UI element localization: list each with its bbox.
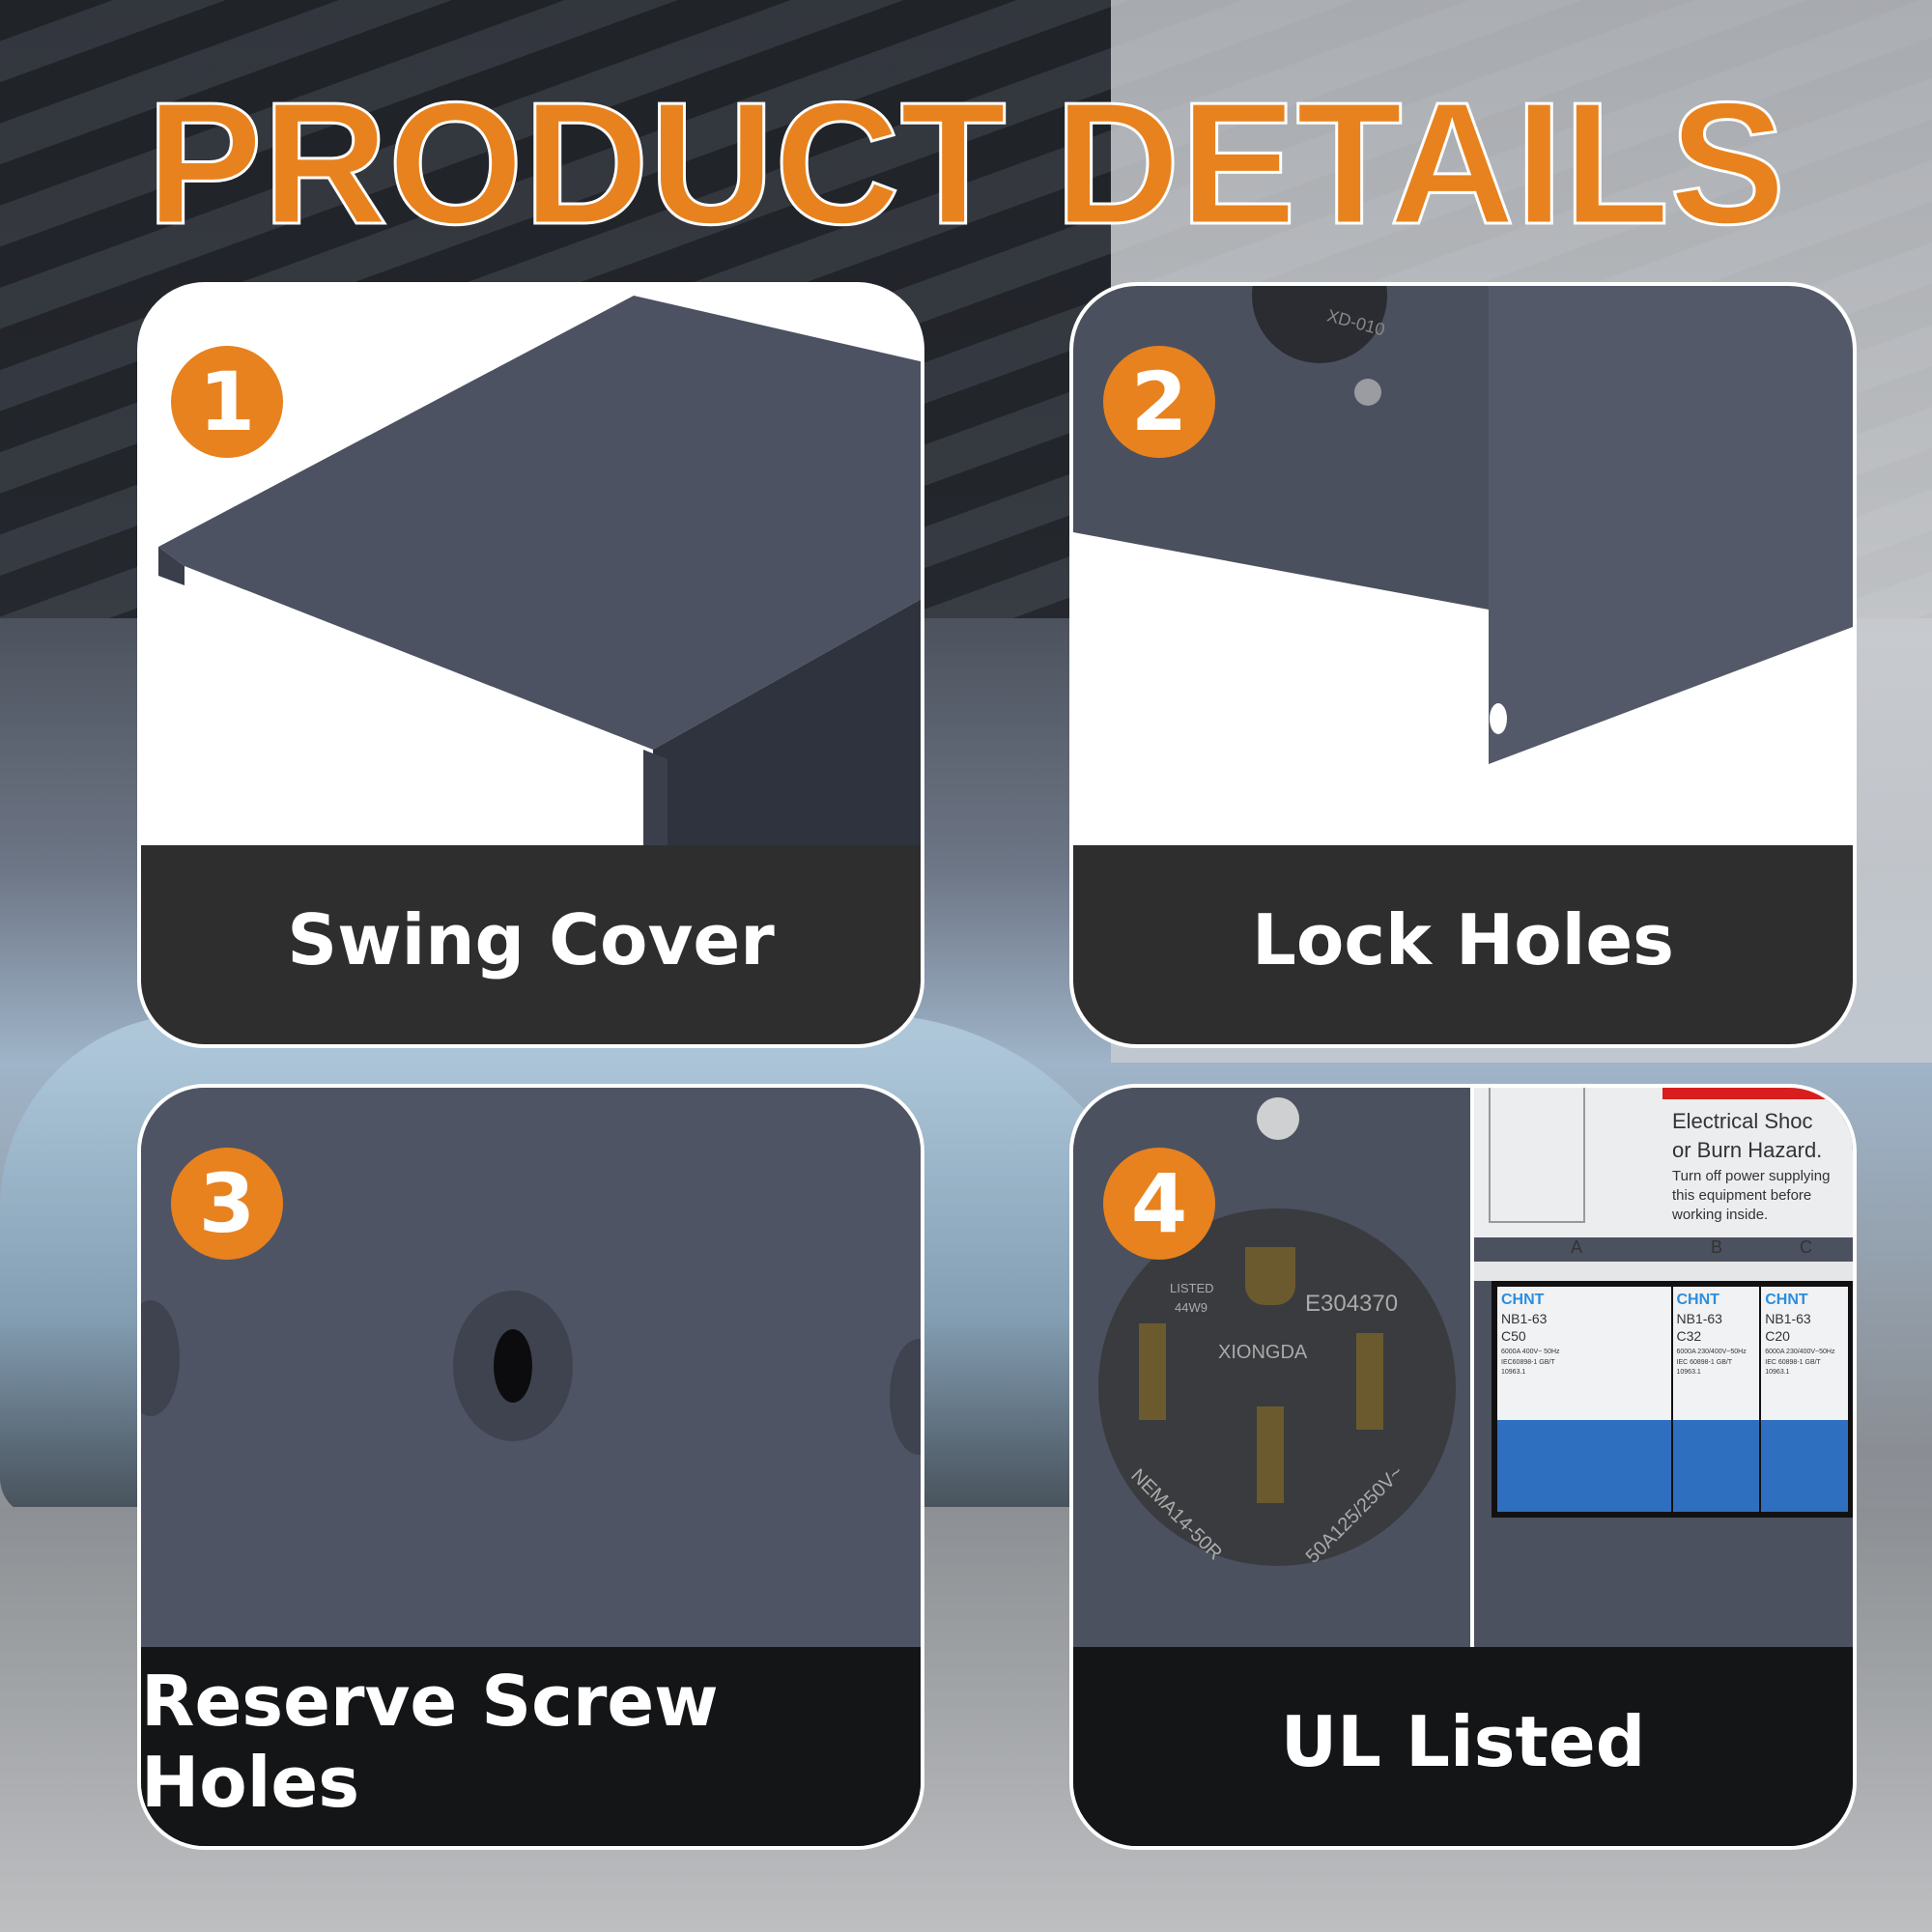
hand-shock-icon [1489,1088,1585,1223]
label-strip [1474,1262,1853,1281]
breaker-toggle [1761,1420,1848,1512]
divider [1470,1088,1474,1846]
breaker-c20[interactable]: CHNT NB1-63 C20 6000A 230/400V~50Hz IEC … [1761,1287,1848,1512]
breaker-model: NB1-63 [1676,1311,1722,1326]
panel-swing-cover: 1 Swing Cover [137,282,924,1048]
badge-number: 3 [171,1148,283,1260]
breaker-spec: 6000A 230/400V~50Hz IEC 60898-1 GB/T 109… [1676,1349,1747,1376]
page-title: PRODUCT DETAILS [145,66,1787,262]
breaker-spec: 6000A 230/400V~50Hz IEC 60898-1 GB/T 109… [1765,1349,1835,1376]
breaker-model: NB1-63 [1765,1311,1811,1326]
breaker-c32[interactable]: CHNT NB1-63 C32 6000A 230/400V~50Hz IEC … [1672,1287,1760,1512]
badge-number: 4 [1103,1148,1215,1260]
outlet-slot [1356,1333,1383,1430]
outlet-slot [1257,1406,1284,1503]
breaker-brand: CHNT [1765,1292,1808,1308]
panel-ul-listed: LISTED 44W9 E304370 XIONGDA NEMA14-50R 5… [1069,1084,1857,1850]
breaker-brand: CHNT [1676,1292,1719,1308]
badge-number: 1 [171,346,283,458]
column-label: A [1571,1237,1583,1257]
caption: Reserve Screw Holes [141,1647,921,1846]
breaker-c50[interactable]: CHNT NB1-63 C50 6000A 400V~ 50Hz IEC6089… [1497,1287,1671,1512]
warning-line: Electrical Shoc [1672,1109,1813,1133]
column-label: B [1711,1237,1723,1257]
warning-line: or Burn Hazard. [1672,1138,1823,1162]
panel-reserve-screw-holes: 3 Reserve Screw Holes [137,1084,924,1850]
breaker-rating: C20 [1765,1328,1790,1344]
column-label: C [1800,1237,1812,1257]
breaker-toggle [1672,1420,1760,1512]
caption: Lock Holes [1073,845,1853,1044]
breaker-toggle [1497,1420,1671,1512]
outlet-ul: LISTED [1170,1281,1214,1295]
warning-line: this equipment before [1672,1187,1812,1204]
badge-number: 2 [1103,346,1215,458]
warning-line: Turn off power supplying [1672,1168,1831,1184]
breaker-rating: C50 [1501,1328,1526,1344]
outlet-code: 44W9 [1175,1300,1208,1315]
breaker-spec: 6000A 400V~ 50Hz IEC60898-1 GB/T 10963.1 [1501,1349,1560,1376]
warning-label [1474,1088,1853,1237]
warning-line: working inside. [1672,1207,1769,1223]
panel-lock-holes: XD-010 2 Lock Holes [1069,282,1857,1048]
caption: UL Listed [1073,1647,1853,1846]
swing-cover-image [158,296,921,923]
outlet-ground-slot [1245,1247,1295,1305]
screw-icon [1257,1097,1299,1140]
breaker-block: CHNT NB1-63 C50 6000A 400V~ 50Hz IEC6089… [1492,1281,1853,1518]
caption: Swing Cover [141,845,921,1044]
breaker-model: NB1-63 [1501,1311,1548,1326]
outlet-brand: XIONGDA [1218,1342,1308,1363]
outlet-file: E304370 [1305,1291,1399,1317]
breaker-rating: C32 [1676,1328,1702,1344]
danger-banner [1662,1088,1853,1099]
outlet-slot [1139,1323,1166,1420]
breaker-brand: CHNT [1501,1292,1545,1308]
